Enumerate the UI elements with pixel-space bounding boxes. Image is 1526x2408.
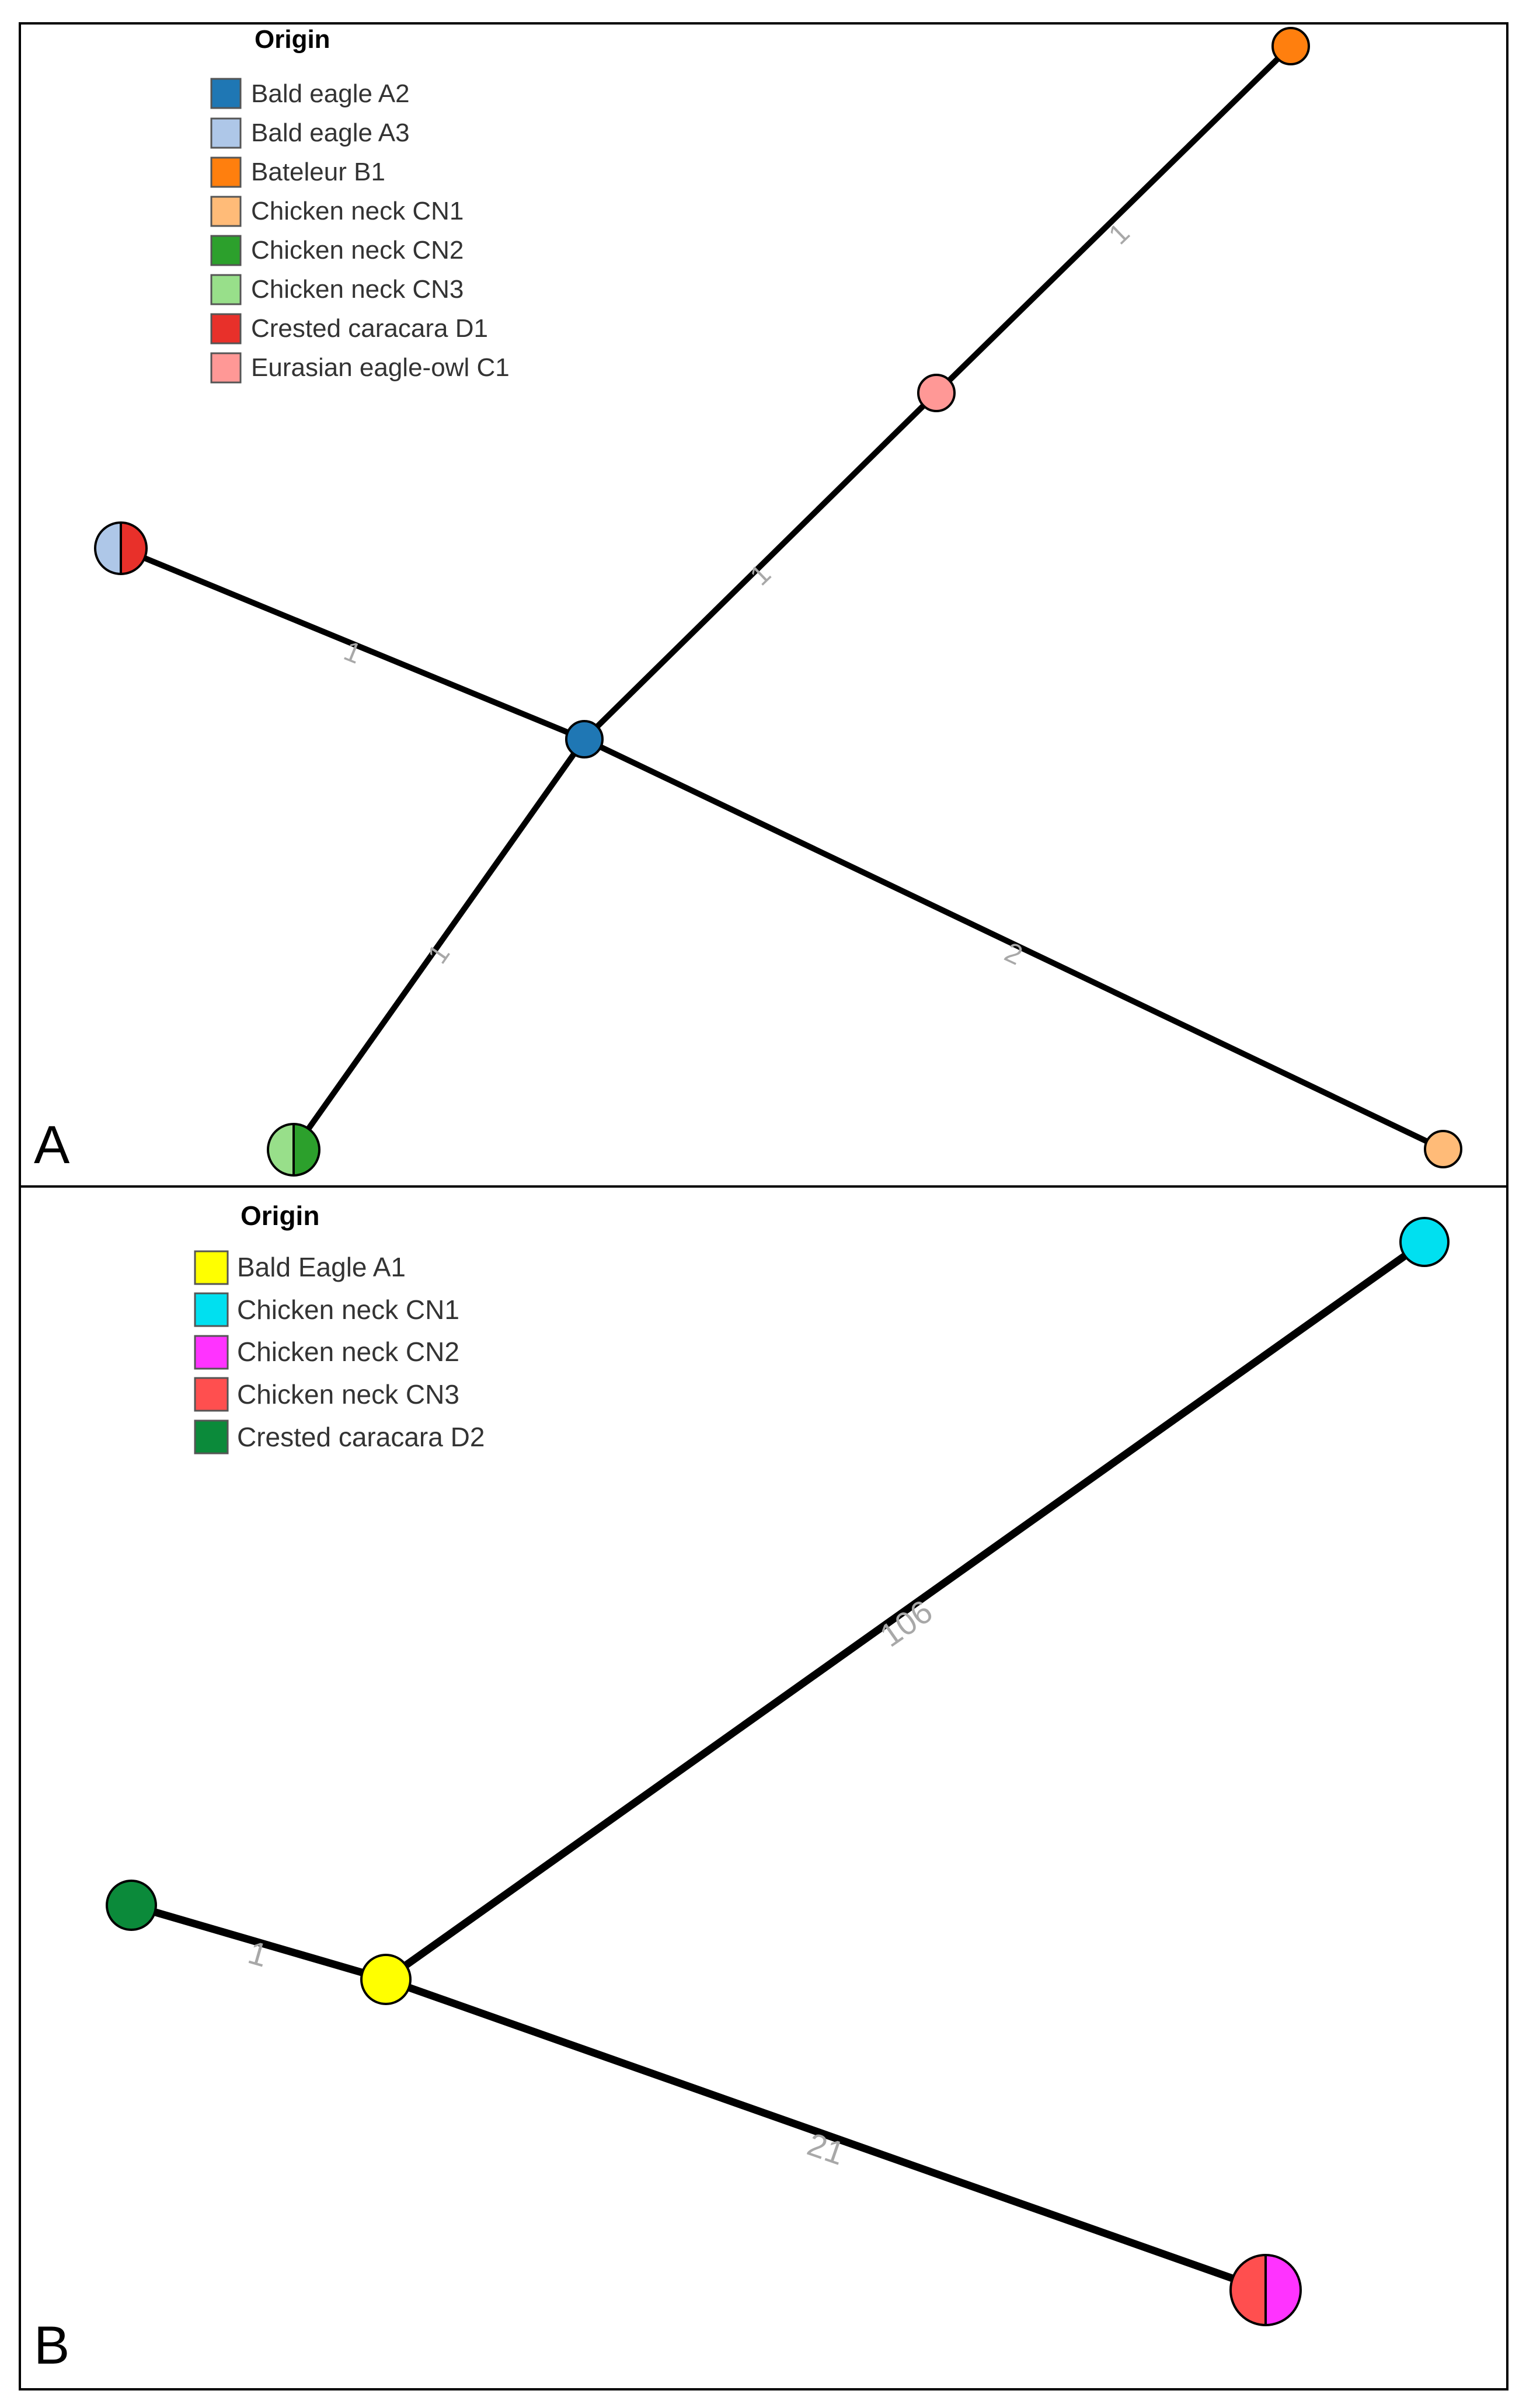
legend-swatch [210, 156, 242, 188]
node-bateleur-b1 [1271, 27, 1310, 65]
legend-swatch [194, 1292, 229, 1327]
legend-item: Bateleur B1 [210, 156, 385, 188]
legend-label: Bald eagle A3 [251, 119, 410, 147]
edge-b-d2-a1 [130, 1901, 387, 1984]
legend-title: Origin [241, 1200, 319, 1231]
legend-item: Chicken neck CN3 [194, 1377, 459, 1412]
legend-item: Chicken neck CN3 [210, 274, 464, 305]
legend-swatch [194, 1377, 229, 1412]
legend-item: Chicken neck CN1 [210, 196, 464, 227]
node-bald-eagle-a2 [565, 720, 604, 758]
node-chicken-neck-cn1 [1399, 1217, 1450, 1267]
legend-label: Crested caracara D2 [237, 1422, 485, 1452]
node-bald-eagle-a3-crested-caracara-d1 [94, 521, 148, 575]
edge-a-eagleowl-bateleur [934, 44, 1293, 395]
edge-b-a1-cn1 [384, 1238, 1427, 1983]
legend-label: Chicken neck CN3 [251, 275, 464, 304]
edge-a-a2-cn1 [583, 736, 1445, 1152]
legend-label: Bateleur B1 [251, 158, 385, 186]
legend-label: Chicken neck CN1 [251, 197, 464, 225]
node-chicken-neck-cn1 [1424, 1130, 1462, 1168]
legend-label: Crested caracara D1 [251, 314, 488, 343]
legend-label: Chicken neck CN1 [237, 1295, 459, 1325]
legend-b: Origin Bald Eagle A1 Chicken neck CN1 Ch… [194, 1200, 485, 1454]
edge-a-a2-cn [291, 737, 587, 1151]
legend-label: Chicken neck CN2 [251, 236, 464, 265]
edge-a-a2-eagleowl [582, 391, 939, 742]
legend-swatch [210, 352, 242, 384]
node-chicken-neck-cn3-cn2 [1229, 2254, 1302, 2326]
legend-item: Bald eagle A3 [210, 117, 410, 149]
legend-title: Origin [255, 25, 330, 54]
legend-label: Chicken neck CN2 [237, 1337, 459, 1367]
node-chicken-neck-cn3-cn2 [267, 1123, 320, 1177]
legend-swatch [210, 274, 242, 305]
legend-item: Chicken neck CN1 [194, 1292, 459, 1327]
legend-item: Chicken neck CN2 [210, 235, 464, 266]
legend-swatch [210, 235, 242, 266]
node-eurasian-eagle-owl-c1 [917, 374, 956, 412]
panel-label-b: B [34, 2316, 69, 2375]
node-crested-caracara-d2 [106, 1880, 157, 1931]
legend-swatch [210, 117, 242, 149]
legend-swatch [194, 1335, 229, 1370]
legend-swatch [210, 78, 242, 109]
legend-swatch [194, 1250, 229, 1285]
legend-item: Chicken neck CN2 [194, 1335, 459, 1370]
legend-label: Chicken neck CN3 [237, 1379, 459, 1410]
legend-swatch [210, 196, 242, 227]
legend-label: Eurasian eagle-owl C1 [251, 353, 510, 382]
legend-item: Bald Eagle A1 [194, 1250, 406, 1285]
edge-a-a3d1-a2 [120, 545, 586, 742]
legend-item: Crested caracara D2 [194, 1419, 485, 1454]
legend-item: Crested caracara D1 [210, 313, 488, 345]
panel-label-a: A [34, 1115, 70, 1175]
legend-item: Eurasian eagle-owl C1 [210, 352, 510, 384]
legend-swatch [194, 1419, 229, 1454]
node-bald-eagle-a1 [360, 1954, 412, 2005]
legend-label: Bald Eagle A1 [237, 1252, 406, 1282]
edge-b-a1-cn [384, 1975, 1267, 2294]
panel-a: 1 1 1 1 2 Origin Bald eagle A2 [34, 25, 1462, 1177]
legend-item: Bald eagle A2 [210, 78, 410, 109]
legend-a: Origin Bald eagle A2 Bald eagle A3 Batel… [210, 25, 510, 384]
legend-swatch [210, 313, 242, 345]
legend-label: Bald eagle A2 [251, 79, 410, 108]
panel-b-frame [19, 1185, 1508, 2390]
panel-a-frame [19, 22, 1508, 1188]
